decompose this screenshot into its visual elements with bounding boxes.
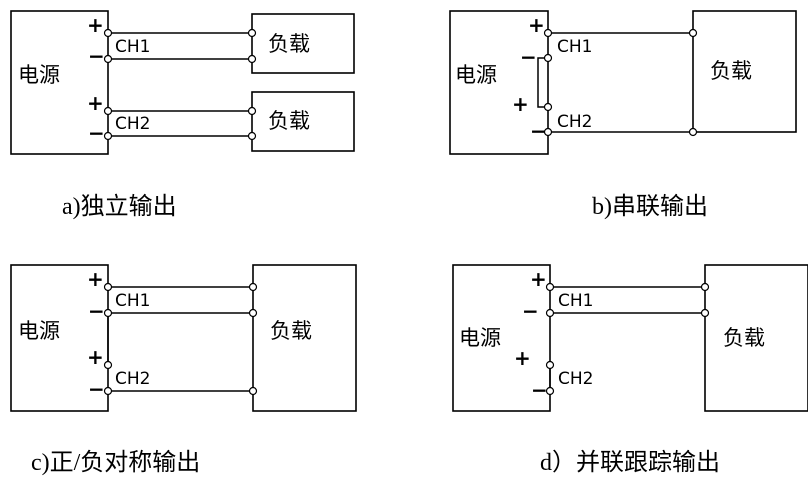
- minus-sign: −: [520, 45, 537, 69]
- minus-sign: −: [88, 299, 105, 323]
- power-supply-box: [452, 264, 551, 412]
- terminal: [543, 102, 553, 112]
- load-box-2: [251, 91, 355, 152]
- terminal: [700, 282, 710, 292]
- terminal: [700, 308, 710, 318]
- terminal: [543, 53, 553, 63]
- load-box: [704, 264, 808, 412]
- plus-sign: +: [528, 13, 545, 37]
- minus-sign: −: [88, 377, 105, 401]
- power-supply-label: 电源: [18, 63, 60, 87]
- series-jumper: [537, 57, 548, 108]
- terminal: [103, 54, 113, 64]
- ch1-label: CH1: [557, 37, 592, 57]
- load-box-1: [251, 13, 355, 74]
- plus-sign: +: [87, 13, 104, 37]
- terminal: [247, 106, 257, 116]
- load-box: [252, 264, 357, 412]
- terminal: [545, 386, 555, 396]
- power-supply-label: 电源: [459, 326, 501, 350]
- caption-b: b)串联输出: [592, 193, 708, 220]
- minus-sign: −: [522, 299, 539, 323]
- plus-sign: +: [530, 267, 547, 291]
- ch2-label: CH2: [558, 369, 593, 389]
- terminal: [247, 54, 257, 64]
- terminal: [103, 360, 113, 370]
- terminal: [248, 308, 258, 318]
- load-label: 负载: [270, 319, 312, 343]
- terminal: [545, 360, 555, 370]
- minus-sign: −: [88, 44, 105, 68]
- minus-sign: −: [88, 121, 105, 145]
- load-label-2: 负载: [268, 109, 310, 133]
- terminal: [543, 127, 553, 137]
- plus-sign: +: [87, 267, 104, 291]
- caption-c: c)正/负对称输出: [31, 449, 200, 476]
- caption-a: a)独立输出: [62, 193, 177, 220]
- terminal: [543, 28, 553, 38]
- ch1-label: CH1: [115, 37, 150, 57]
- ch2-label: CH2: [115, 114, 150, 134]
- terminal: [688, 28, 698, 38]
- terminal: [103, 308, 113, 318]
- terminal: [103, 28, 113, 38]
- terminal: [248, 282, 258, 292]
- diagram-a-independent-output: 电源 负载 负载 + − + − CH1 CH2: [10, 10, 355, 155]
- terminal: [103, 106, 113, 116]
- power-supply-label: 电源: [18, 319, 60, 343]
- caption-d: d）并联跟踪输出: [540, 449, 720, 476]
- load-box: [692, 10, 797, 133]
- ch2-label: CH2: [557, 112, 592, 132]
- terminal: [103, 386, 113, 396]
- plus-sign: +: [87, 91, 104, 115]
- ch1-label: CH1: [115, 291, 150, 311]
- terminal: [248, 386, 258, 396]
- terminal: [247, 28, 257, 38]
- terminal: [545, 282, 555, 292]
- load-label-1: 负载: [268, 32, 310, 56]
- ch2-label: CH2: [115, 369, 150, 389]
- minus-sign: −: [531, 378, 548, 402]
- minus-sign: −: [530, 119, 547, 143]
- load-label: 负载: [710, 59, 752, 83]
- diagram-c-symmetric-output: 电源 负载 + − + − CH1 CH2: [10, 264, 357, 412]
- terminal: [103, 131, 113, 141]
- power-supply-box: [10, 10, 109, 155]
- power-supply-box: [449, 10, 549, 155]
- terminal: [545, 308, 555, 318]
- power-supply-label: 电源: [455, 63, 497, 87]
- plus-sign: +: [512, 92, 529, 116]
- terminal: [688, 127, 698, 137]
- plus-sign: +: [87, 345, 104, 369]
- diagram-d-parallel-tracking-output: 电源 负载 + − + − CH1 CH2: [452, 264, 808, 412]
- ch1-label: CH1: [558, 291, 593, 311]
- terminal: [103, 282, 113, 292]
- terminal: [247, 131, 257, 141]
- plus-sign: +: [514, 346, 531, 370]
- diagram-b-series-output: 电源 负载 + − + − CH1 CH2: [449, 10, 797, 155]
- load-label: 负载: [723, 326, 765, 350]
